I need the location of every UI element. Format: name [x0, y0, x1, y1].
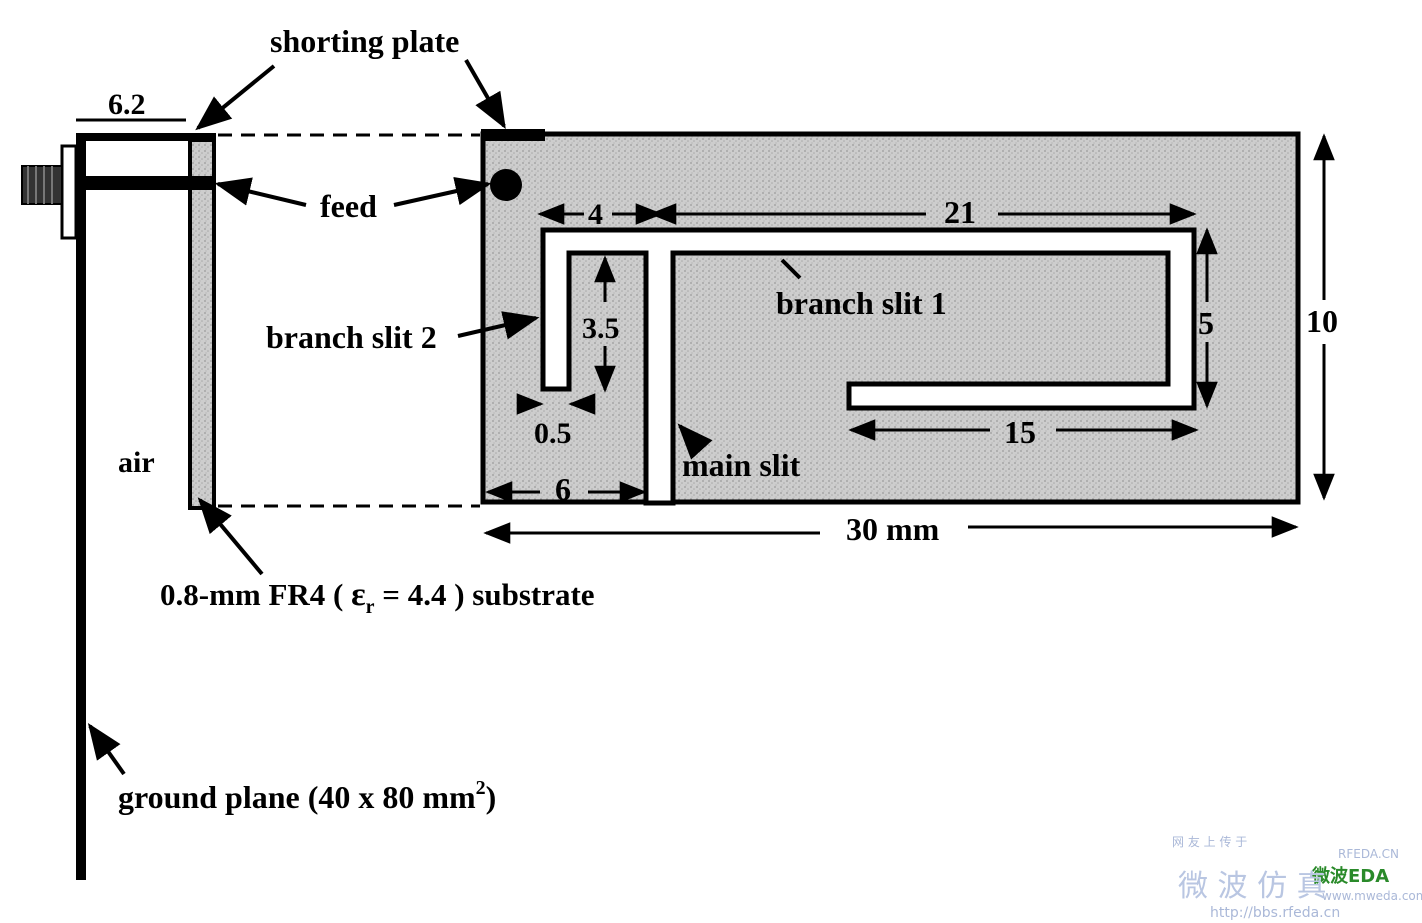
sma-connector [21, 144, 78, 240]
slit-path [540, 227, 1197, 506]
branch-slit-2-arrow [457, 311, 540, 340]
dim-5: 5 [1198, 305, 1214, 341]
feed-point [490, 169, 522, 201]
main-slit-label: main slit [682, 447, 801, 483]
dim-3-5: 3.5 [582, 312, 620, 345]
feed-line [76, 176, 214, 190]
top-patch-side [76, 133, 216, 141]
feed-arrow-right [393, 177, 492, 207]
air-label: air [118, 446, 155, 479]
substrate-arrow [197, 497, 264, 576]
ground-plane-label: ground plane (40 x 80 mm2) [118, 777, 496, 815]
side-view: 6.2 air ground plane (40 x 80 mm2) 0.8-m… [21, 88, 595, 880]
dim-10: 10 [1306, 303, 1338, 339]
branch-slit-1-pointer [780, 258, 802, 280]
shorting-plate-edge [481, 129, 545, 141]
dim-21: 21 [944, 194, 976, 230]
shorting-plate-arrow-right [464, 59, 506, 130]
dimensions [483, 133, 1335, 544]
feed-label: feed [320, 188, 377, 224]
watermark-site2: www.mweda.com [1322, 889, 1422, 903]
watermark-big-cn: 微 波 仿 真 [1178, 869, 1327, 904]
radiating-patch [480, 131, 1301, 505]
branch-slit-2-label: branch slit 2 [266, 319, 437, 355]
main-slit-pointer [677, 423, 713, 460]
watermark: 网 友 上 传 于 RFEDA.CN 微波EDA www.mweda.com 微… [1172, 834, 1422, 921]
branch-slit-1-label: branch slit 1 [776, 285, 947, 321]
top-view [480, 129, 1301, 506]
substrate-label: 0.8-mm FR4 ( εr = 4.4 ) substrate [160, 576, 595, 618]
shorting-plate-label: shorting plate [270, 23, 459, 59]
dim-6: 6 [555, 471, 571, 507]
substrate-strip [188, 138, 216, 510]
dim-4: 4 [588, 198, 603, 231]
watermark-brand: 微波EDA [1311, 865, 1389, 887]
ground-plane-arrow [87, 723, 126, 776]
watermark-url: http://bbs.rfeda.cn [1210, 905, 1340, 921]
watermark-small-cn: 网 友 上 传 于 [1172, 834, 1247, 849]
watermark-rfeda: RFEDA.CN [1338, 847, 1399, 861]
feed-arrow-left [214, 177, 307, 207]
shorting-plate-arrow-left [195, 64, 276, 131]
dim-0-5: 0.5 [534, 417, 572, 450]
dim-30mm: 30 mm [846, 511, 940, 547]
thickness-label: 6.2 [108, 88, 146, 121]
ground-plane [76, 135, 86, 880]
dim-15: 15 [1004, 414, 1036, 450]
